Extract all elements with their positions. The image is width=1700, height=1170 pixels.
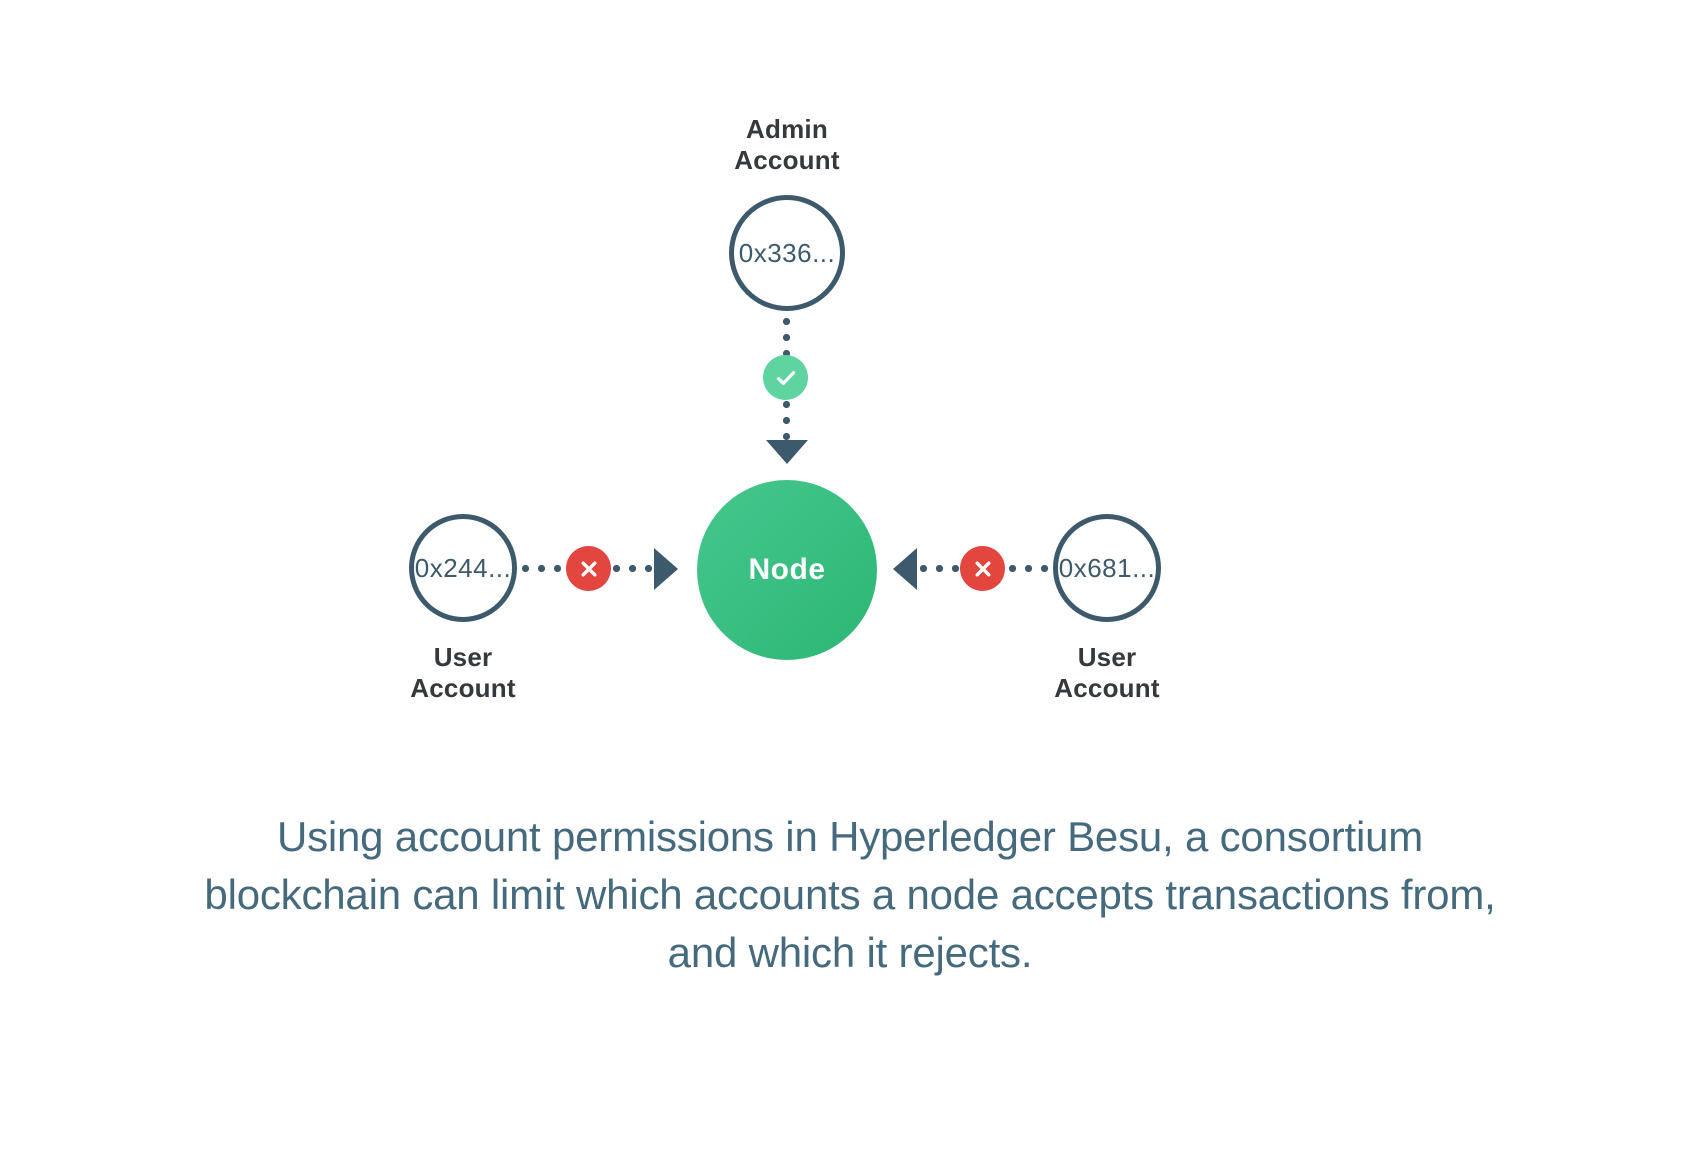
arrow-down-icon: [766, 440, 808, 464]
left-user-account-label: User Account: [410, 642, 516, 703]
left-connector-outer-dotted-line: [613, 565, 655, 572]
admin-account-label: Admin Account: [734, 114, 840, 175]
caption-text: Using account permissions in Hyperledger…: [204, 813, 1496, 976]
right-user-account-label: User Account: [1054, 642, 1160, 703]
admin-connector-lower-dotted-line: [783, 401, 790, 441]
check-icon: [763, 355, 808, 400]
x-icon: [960, 546, 1005, 591]
admin-account-circle[interactable]: 0x336...: [729, 195, 845, 311]
right-user-account-address: 0x681...: [1058, 552, 1156, 583]
arrow-right-icon: [654, 548, 678, 590]
left-user-account-address: 0x244...: [414, 552, 512, 583]
x-icon: [566, 546, 611, 591]
admin-connector-upper-dotted-line: [783, 318, 790, 356]
left-connector-inner-dotted-line: [522, 565, 564, 572]
node-circle[interactable]: Node: [697, 480, 877, 660]
right-connector-inner-dotted-line: [920, 565, 960, 572]
arrow-left-icon: [893, 548, 917, 590]
right-user-account-circle[interactable]: 0x681...: [1053, 514, 1161, 622]
right-connector-outer-dotted-line: [1009, 565, 1051, 572]
permissions-diagram: Admin Account 0x336... Node 0x244... Use…: [409, 114, 1161, 703]
node-label: Node: [748, 553, 826, 586]
left-user-account-circle[interactable]: 0x244...: [409, 514, 517, 622]
admin-account-address: 0x336...: [738, 237, 836, 268]
